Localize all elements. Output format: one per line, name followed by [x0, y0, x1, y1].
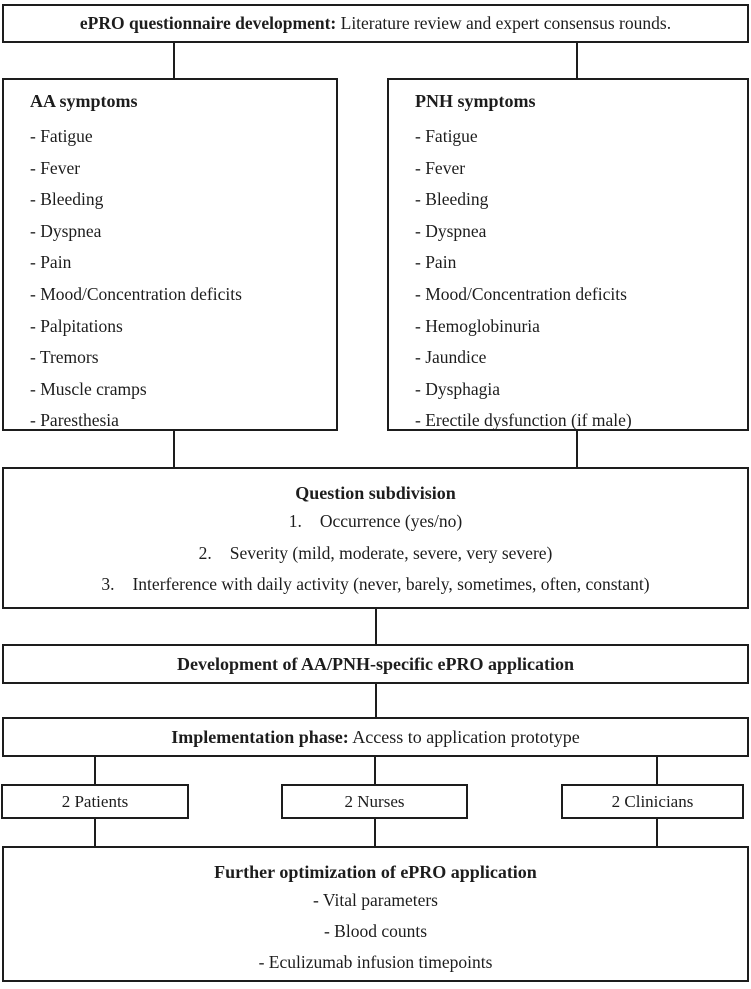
nurses-box: 2 Nurses [281, 784, 468, 819]
aa-symptoms-title: AA symptoms [30, 91, 138, 111]
optimization-box: Further optimization of ePRO application… [2, 846, 749, 982]
question-subdivision-box: Question subdivision 1. Occurrence (yes/… [2, 467, 749, 609]
aa-symptom-item: - Fatigue [30, 126, 93, 146]
clinicians-label: 2 Clinicians [611, 791, 694, 811]
implementation-bold: Implementation phase: [171, 726, 349, 747]
pnh-symptom-item: - Bleeding [415, 189, 489, 210]
question-item-text: Interference with daily activity (never,… [132, 574, 650, 594]
pnh-symptom-item: - Jaundice [415, 347, 487, 368]
pnh-symptom-item: - Hemoglobinuria [415, 315, 540, 336]
nurses-label: 2 Nurses [344, 791, 405, 811]
patients-label: 2 Patients [61, 791, 129, 811]
connector-implementation-to-patients [94, 757, 96, 784]
aa-symptom-item: - Tremors [30, 347, 99, 368]
connector-top-to-pnh [576, 43, 578, 78]
implementation-rest: Access to application prototype [348, 726, 580, 747]
pnh-symptom-item: - Erectile dysfunction (if male) [415, 410, 632, 431]
top-title-text: ePRO questionnaire development: Literatu… [80, 13, 671, 34]
question-item-number: 2. [198, 542, 212, 563]
connector-implementation-to-nurses [374, 757, 376, 784]
patients-box: 2 Patients [1, 784, 189, 819]
aa-symptom-item: - Palpitations [30, 315, 123, 336]
optimization-title: Further optimization of ePRO application [214, 862, 537, 882]
pnh-symptom-item: - Mood/Concentration deficits [415, 283, 627, 304]
aa-symptom-item: - Dyspnea [30, 220, 102, 241]
question-item-text: Occurrence (yes/no) [319, 511, 463, 531]
implementation-text: Implementation phase: Access to applicat… [171, 727, 579, 748]
aa-symptom-item: - Pain [30, 252, 72, 273]
connector-pnh-to-question [576, 431, 578, 467]
question-item-number: 1. [288, 511, 302, 531]
pnh-symptoms-box: PNH symptoms - Fatigue - Fever - Bleedin… [387, 78, 749, 431]
question-item: 1. Occurrence (yes/no) [4, 506, 747, 538]
top-title-box: ePRO questionnaire development: Literatu… [2, 4, 749, 43]
pnh-symptom-item: - Pain [415, 252, 457, 273]
pnh-symptoms-title: PNH symptoms [415, 91, 536, 111]
question-item-number: 3. [101, 574, 115, 594]
top-title-bold: ePRO questionnaire development: [79, 13, 337, 33]
aa-symptom-item: - Fever [30, 157, 81, 178]
connector-question-to-development [375, 609, 377, 644]
implementation-box: Implementation phase: Access to applicat… [2, 717, 749, 757]
pnh-symptom-item: - Fever [415, 157, 466, 178]
question-subdivision-title: Question subdivision [295, 483, 456, 503]
connector-clinicians-to-optimization [656, 819, 658, 846]
question-item-text: Severity (mild, moderate, severe, very s… [229, 542, 553, 563]
aa-symptom-item: - Muscle cramps [30, 378, 147, 399]
question-item: 2. Severity (mild, moderate, severe, ver… [4, 538, 747, 570]
optimization-item: - Blood counts [323, 921, 428, 942]
connector-patients-to-optimization [94, 819, 96, 846]
aa-symptom-item: - Bleeding [30, 189, 104, 210]
top-title-rest: Literature review and expert consensus r… [336, 13, 672, 33]
question-item: 3. Interference with daily activity (nev… [4, 569, 747, 601]
aa-symptoms-box: AA symptoms - Fatigue - Fever - Bleeding… [2, 78, 338, 431]
development-box: Development of AA/PNH-specific ePRO appl… [2, 644, 749, 684]
optimization-item: - Eculizumab infusion timepoints [258, 952, 493, 973]
aa-symptom-item: - Mood/Concentration deficits [30, 283, 242, 304]
connector-development-to-implementation [375, 684, 377, 717]
connector-implementation-to-clinicians [656, 757, 658, 784]
pnh-symptom-item: - Fatigue [415, 126, 478, 146]
aa-symptom-item: - Paresthesia [30, 410, 119, 431]
clinicians-box: 2 Clinicians [561, 784, 744, 819]
pnh-symptom-item: - Dyspnea [415, 220, 487, 241]
connector-aa-to-question [173, 431, 175, 467]
connector-nurses-to-optimization [374, 819, 376, 846]
optimization-item: - Vital parameters [313, 890, 438, 910]
development-title: Development of AA/PNH-specific ePRO appl… [177, 653, 574, 674]
connector-top-to-aa [173, 43, 175, 78]
pnh-symptom-item: - Dysphagia [415, 378, 501, 399]
